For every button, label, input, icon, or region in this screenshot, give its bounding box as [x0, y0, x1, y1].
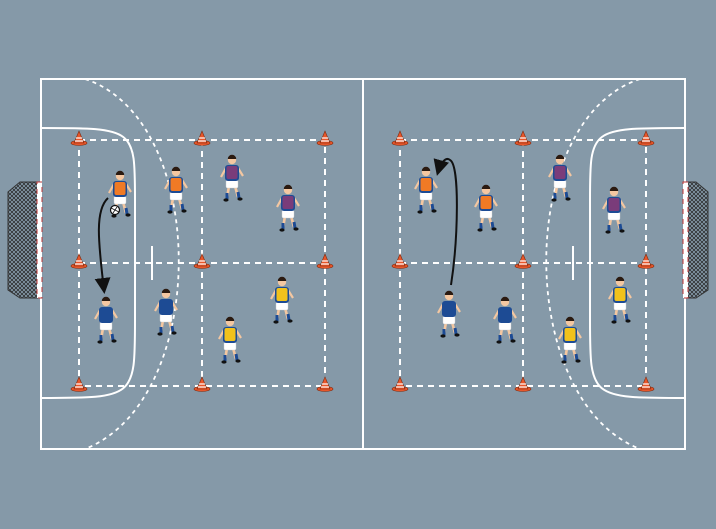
cone-icon — [194, 254, 210, 269]
pass-arrow-icon-left — [99, 198, 108, 290]
cone-icon — [638, 377, 654, 392]
cone-icon — [194, 131, 210, 146]
player-icon-blue — [155, 289, 177, 336]
cone-icon — [515, 377, 531, 392]
cone-icon — [392, 377, 408, 392]
cone-icon — [515, 131, 531, 146]
player-icon-purple — [221, 155, 243, 202]
cone-icon — [71, 377, 87, 392]
player-icon-blue — [494, 297, 516, 344]
left-goal-icon — [8, 182, 42, 298]
player-icon-yellow — [609, 277, 631, 324]
player-icon-orange — [475, 185, 497, 232]
cone-icon — [317, 377, 333, 392]
player-icon-purple — [277, 185, 299, 232]
player-icon-yellow — [219, 317, 241, 364]
right-goal-area-line — [590, 128, 685, 398]
pass-arrow-icon-right — [438, 159, 457, 285]
cone-icon — [638, 254, 654, 269]
player-icon-blue — [438, 291, 460, 338]
left-free-throw-line — [85, 79, 179, 449]
cone-icon — [194, 377, 210, 392]
cone-icon — [317, 254, 333, 269]
cone-icon — [71, 254, 87, 269]
player-icon-blue — [95, 297, 117, 344]
cone-icon — [317, 131, 333, 146]
player-icon-orange — [415, 167, 437, 214]
cone-icon — [638, 131, 654, 146]
player-icon-orange — [165, 167, 187, 214]
ball-icon — [111, 206, 120, 215]
cone-icon — [515, 254, 531, 269]
left-goal-area-line — [41, 128, 135, 398]
right-goal-icon — [683, 182, 708, 298]
player-icon-yellow — [271, 277, 293, 324]
player-icon-purple — [549, 155, 571, 202]
cone-icon — [392, 254, 408, 269]
cone-icon — [392, 131, 408, 146]
player-icon-purple — [603, 187, 625, 234]
cone-icon — [71, 131, 87, 146]
